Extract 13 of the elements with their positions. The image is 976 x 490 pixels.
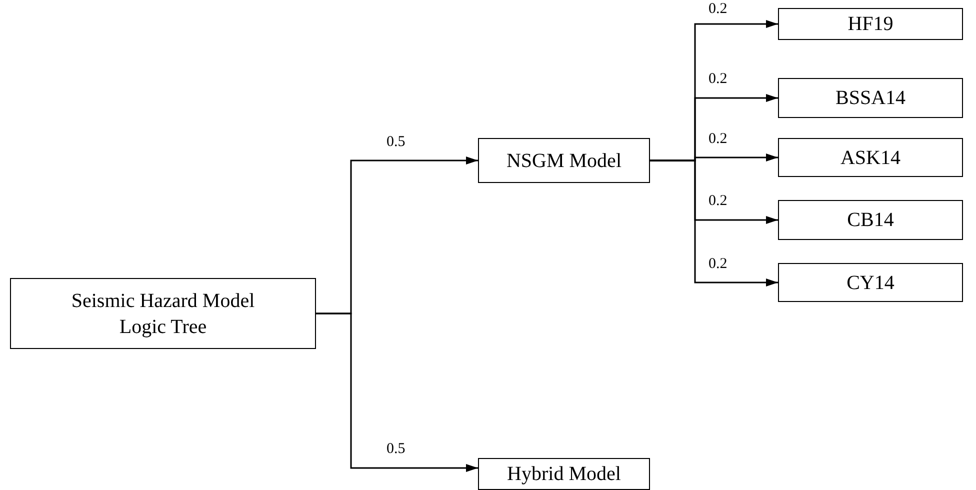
model-box: ASK14: [778, 138, 963, 177]
connector-arrow: [316, 312, 478, 472]
model-box: CB14: [778, 200, 963, 240]
model-box: CY14: [778, 263, 963, 302]
model-box: Seismic Hazard Model Logic Tree: [10, 278, 316, 349]
connector-arrow: [650, 160, 778, 286]
edge-label: 0.5: [384, 134, 408, 150]
model-box: Hybrid Model: [478, 458, 650, 490]
model-box: BSSA14: [778, 78, 963, 118]
model-box: NSGM Model: [478, 138, 650, 183]
edge-label: 0.2: [706, 132, 730, 146]
model-box: HF19: [778, 8, 963, 40]
edge-label: 0.2: [706, 256, 730, 272]
